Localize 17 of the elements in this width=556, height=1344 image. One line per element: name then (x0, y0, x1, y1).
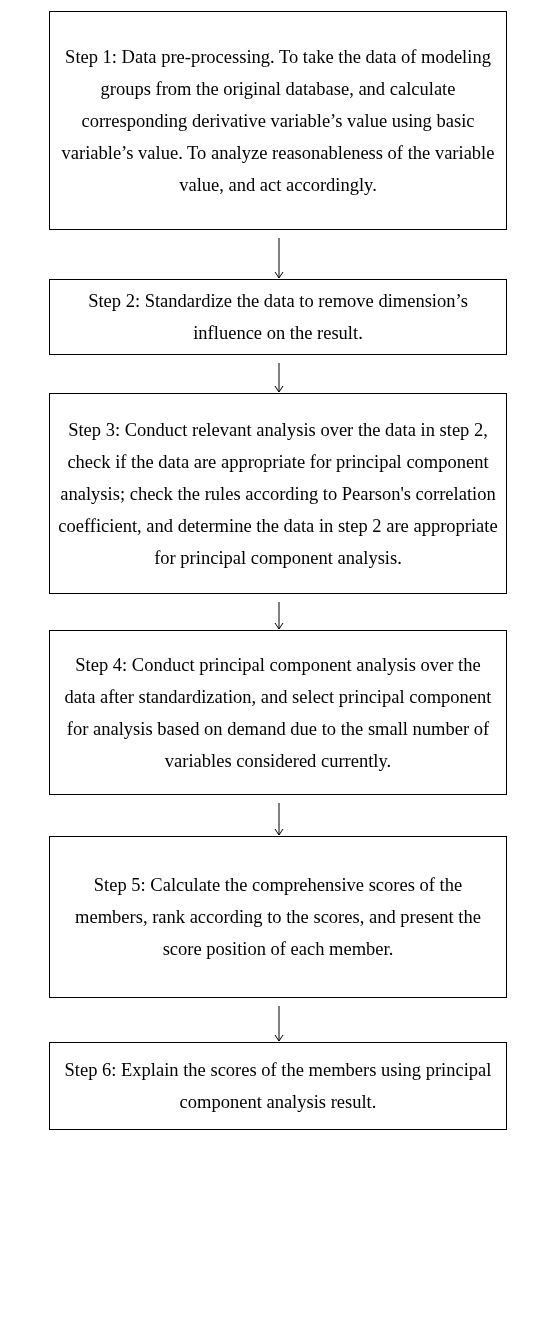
arrow (274, 1005, 284, 1042)
step-text: Step 1: Data pre-processing. To take the data of modeling groups from the original database, and calculate corresponding derivative variable’s value using basic variable’s value. To analyze reasonableness of the variable value, and act accordingly. (60, 45, 496, 197)
step-text: Step 2: Standardize the data to remove dimension’s influence on the result. (87, 290, 469, 345)
step-text: Step 3: Conduct relevant analysis over the data in step 2, check if the data are appropriate for principal component analysis; check the rules according to Pearson's correlation coefficient, and determine the data in step 2 are appropriate for principal component analysis. (58, 418, 498, 570)
process-box (49, 393, 507, 594)
process-box (49, 1042, 507, 1130)
process-box (49, 836, 507, 998)
process-box (49, 11, 507, 230)
process-box (49, 279, 507, 355)
step-text: Step 6: Explain the scores of the members using principal component analysis result. (63, 1059, 493, 1114)
arrow (274, 362, 284, 393)
step-text: Step 4: Conduct principal component analysis over the data after standardization, and select principal component for analysis based on demand due to the small number of variables considered currently. (63, 653, 493, 773)
step-text: Step 5: Calculate the comprehensive scores of the members, rank according to the scores, and present the score position of each member. (74, 874, 482, 961)
process-box (49, 630, 507, 795)
arrow (274, 237, 284, 279)
arrow (274, 601, 284, 630)
arrow (274, 802, 284, 836)
